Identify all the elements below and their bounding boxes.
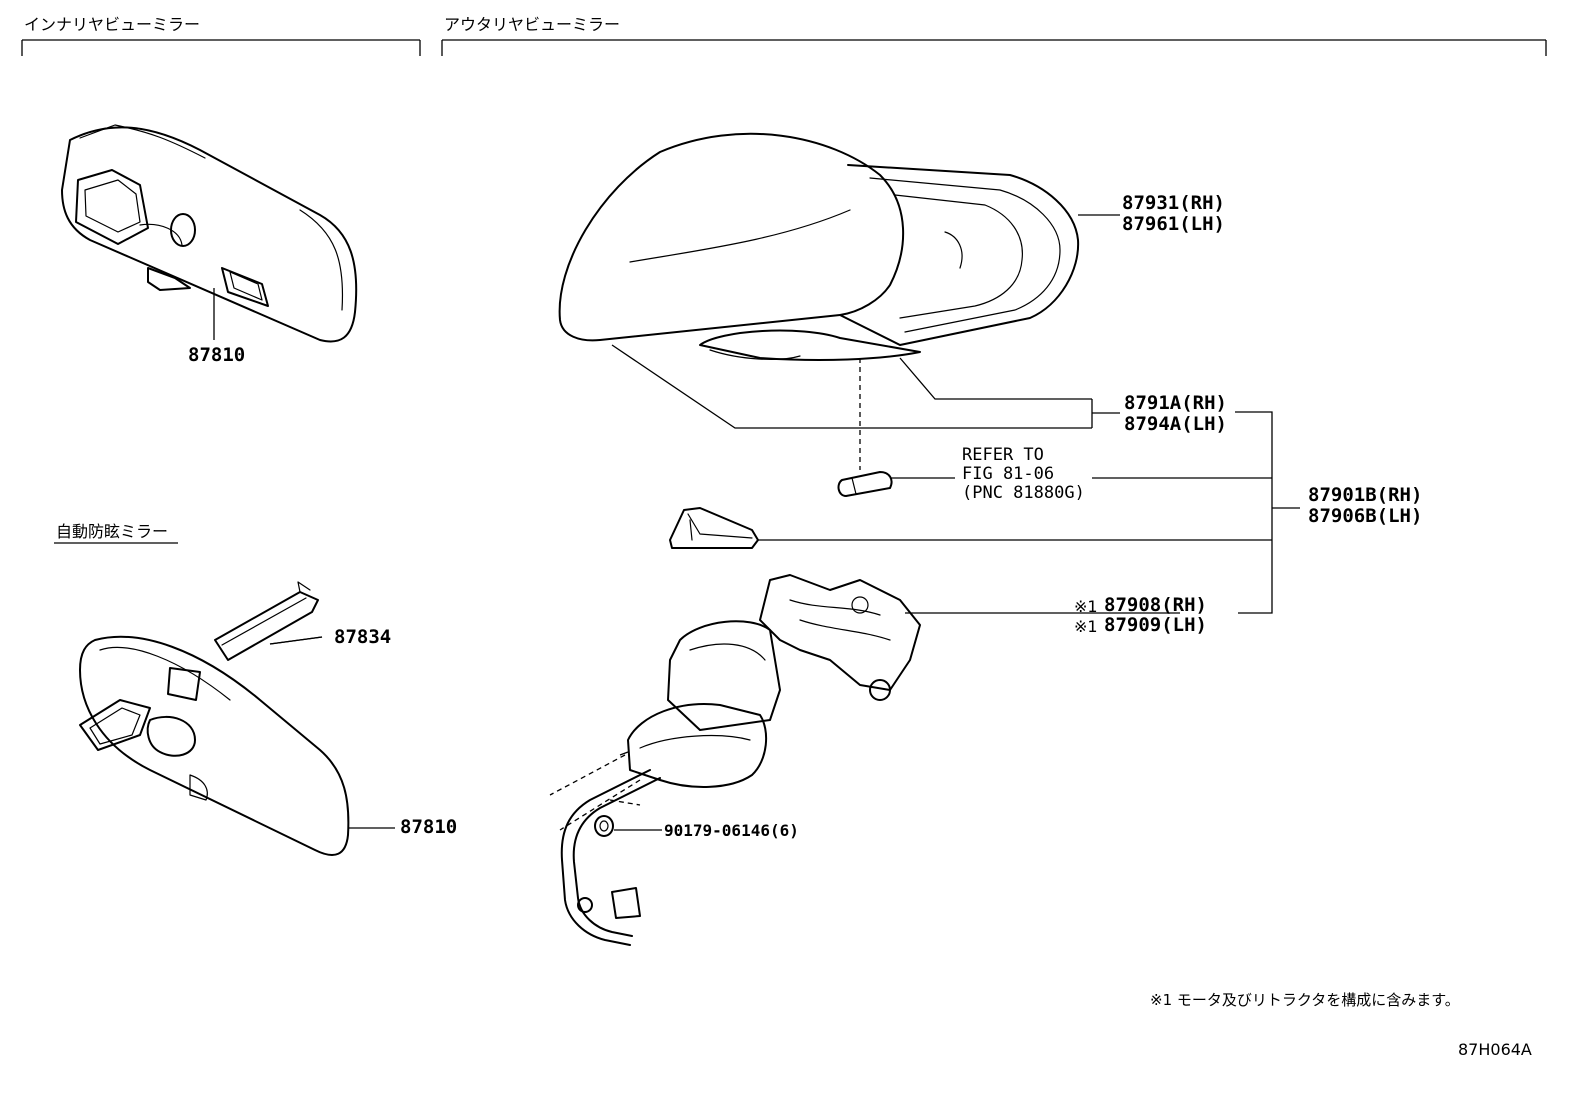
- part-label-87810-bottom[interactable]: 87810: [400, 816, 458, 838]
- bulb-drawing: [837, 471, 1272, 497]
- refer-line-2[interactable]: FIG 81-06: [962, 464, 1055, 484]
- part-label-assy-rh[interactable]: 87901B(RH): [1308, 484, 1423, 506]
- part-label-assy-lh[interactable]: 87906B(LH): [1308, 505, 1423, 527]
- footnote: ※1 モータ及びリトラクタを構成に含みます。: [1150, 991, 1460, 1009]
- outer-mirror-cover-drawing: [558, 132, 1120, 361]
- part-label-cover-lh[interactable]: 87961(LH): [1122, 213, 1225, 235]
- inner-mirror-top-drawing: [61, 124, 358, 343]
- nut-drawing: [594, 815, 662, 837]
- turn-lamp-drawing: [669, 507, 1272, 549]
- holder-leader: [269, 636, 323, 645]
- section-title-inner: インナリヤビューミラー: [24, 15, 201, 34]
- section-title-outer: アウタリヤビューミラー: [444, 15, 621, 34]
- refer-line-1: REFER TO: [962, 445, 1044, 465]
- section-bracket-inner: [21, 39, 421, 56]
- motor-drawing: [627, 411, 1300, 788]
- part-label-body-rh[interactable]: 8791A(RH): [1124, 392, 1227, 414]
- part-label-nut[interactable]: 90179-06146(6): [664, 821, 799, 840]
- part-label-cover-rh[interactable]: 87931(RH): [1122, 192, 1225, 214]
- part-label-motor-lh[interactable]: 87909(LH): [1104, 614, 1207, 636]
- part-label-body-lh[interactable]: 8794A(LH): [1124, 413, 1227, 435]
- part-label-motor-rh[interactable]: 87908(RH): [1104, 594, 1207, 616]
- figure-code: 87H064A: [1458, 1040, 1532, 1059]
- section-title-auto-dimming: 自動防眩ミラー: [56, 522, 169, 541]
- motor-mark-lh: ※1: [1074, 617, 1098, 636]
- section-bracket-outer: [441, 39, 1547, 56]
- part-label-87810-top[interactable]: 87810: [188, 344, 246, 366]
- part-label-87834[interactable]: 87834: [334, 626, 392, 648]
- refer-line-3: (PNC 81880G): [962, 483, 1085, 503]
- body-leader-lines: [611, 344, 1120, 429]
- inner-mirror-bottom-drawing: [79, 581, 395, 856]
- motor-mark-rh: ※1: [1074, 597, 1098, 616]
- harness-drawing: [549, 751, 661, 946]
